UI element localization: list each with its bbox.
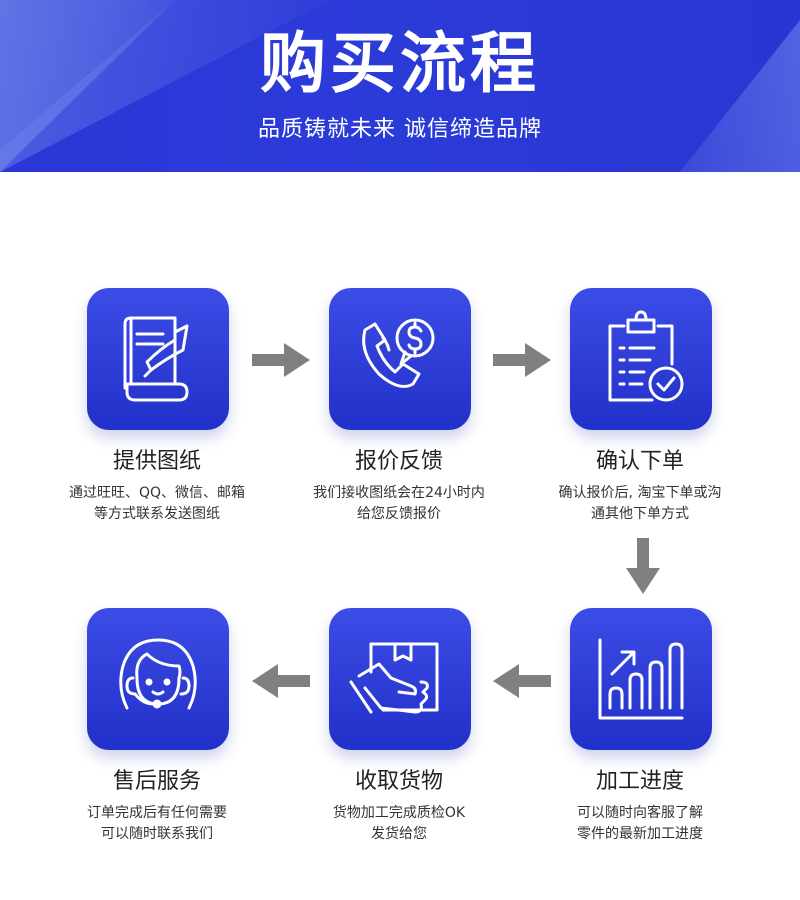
page-title: 购买流程 (260, 25, 540, 102)
arrow-right-icon (493, 343, 551, 377)
step-desc-line2: 等方式联系发送图纸 (94, 506, 220, 522)
step-title: 报价反馈 (354, 449, 443, 474)
step-title: 售后服务 (112, 769, 201, 794)
step-desc-line1: 我们接收图纸会在24小时内 (313, 485, 485, 501)
arrow-left-icon (493, 664, 551, 698)
step-desc-line1: 货物加工完成质检OK (332, 805, 466, 821)
step-card (329, 288, 471, 430)
step-card (329, 608, 471, 750)
step-desc-line2: 发货给您 (371, 826, 427, 842)
step-card (87, 608, 229, 750)
step-desc-line2: 零件的最新加工进度 (577, 826, 703, 842)
step-title: 提供图纸 (112, 449, 201, 474)
step-title: 加工进度 (595, 769, 684, 794)
phone-dollar-icon (362, 318, 435, 388)
hand-package-icon (349, 642, 439, 714)
step-card (570, 608, 712, 750)
customer-service-headset-icon (119, 638, 197, 710)
page-subtitle: 品质铸就未来 诚信缔造品牌 (258, 117, 542, 142)
step-desc-line1: 确认报价后, 淘宝下单或沟 (558, 485, 722, 501)
header-banner: 购买流程 品质铸就未来 诚信缔造品牌 (0, 0, 800, 172)
step-card (570, 288, 712, 430)
step-desc-line2: 可以随时联系我们 (101, 826, 213, 842)
bar-chart-growth-icon (598, 638, 684, 720)
arrow-left-icon (252, 664, 310, 698)
step-desc-line2: 给您反馈报价 (357, 506, 441, 522)
arrow-down-icon (626, 538, 660, 594)
blueprint-scroll-icon (123, 316, 189, 402)
step-title: 确认下单 (595, 449, 684, 474)
step-title: 收取货物 (354, 769, 443, 794)
step-desc-line1: 通过旺旺、QQ、微信、邮箱 (68, 485, 246, 501)
step-desc-line1: 订单完成后有任何需要 (87, 805, 227, 821)
step-card (87, 288, 229, 430)
arrow-right-icon (252, 343, 310, 377)
clipboard-check-icon (608, 310, 684, 402)
step-desc-line2: 通其他下单方式 (591, 506, 689, 522)
step-desc-line1: 可以随时向客服了解 (577, 805, 703, 821)
